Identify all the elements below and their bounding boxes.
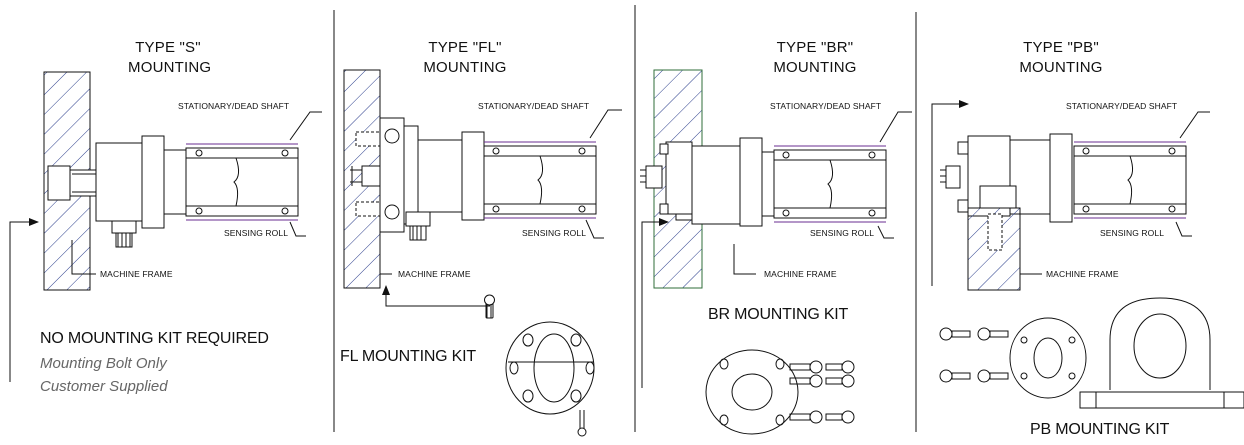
panel-fl-roll-label: SENSING ROLL [522,228,587,238]
br-kit-screws [789,360,855,424]
panel-s-kit-note-1: Mounting Bolt Only [40,355,167,372]
panel-fl-frame-label: MACHINE FRAME [398,269,471,279]
panel-fl-title-line2: MOUNTING [423,59,507,76]
panel-br-title-line2: MOUNTING [773,59,857,76]
panel-pb-shaft-label: STATIONARY/DEAD SHAFT [1066,101,1178,111]
pb-kit-screws [939,327,1009,383]
panel-s-title-line1: TYPE "S" [135,39,201,56]
panel-fl-kit-label: FL MOUNTING KIT [340,348,476,365]
panel-br-title-line1: TYPE "BR" [776,39,854,56]
panel-s-kit-label: NO MOUNTING KIT REQUIRED [40,330,269,347]
panel-br-drawing [640,69,912,435]
panel-pb-title-line2: MOUNTING [1019,59,1103,76]
panel-br-kit-label: BR MOUNTING KIT [708,306,849,323]
panel-s-drawing [9,71,322,382]
panel-s-roll-label: SENSING ROLL [224,228,289,238]
panel-br-frame-label: MACHINE FRAME [764,269,837,279]
panel-fl-shaft-label: STATIONARY/DEAD SHAFT [478,101,590,111]
panel-fl-title-line1: TYPE "FL" [428,39,502,56]
panel-pb-frame-label: MACHINE FRAME [1046,269,1119,279]
panel-br-title: TYPE "BR" MOUNTING [770,38,860,78]
panel-pb-title-line1: TYPE "PB" [1023,39,1099,56]
panel-pb-kit-label: PB MOUNTING KIT [1030,421,1170,438]
panel-s-shaft-label: STATIONARY/DEAD SHAFT [178,101,290,111]
panel-s-title-line2: MOUNTING [128,59,212,76]
panel-fl-drawing [343,69,622,437]
panel-br-shaft-label: STATIONARY/DEAD SHAFT [770,101,882,111]
panel-fl-title: TYPE "FL" MOUNTING [420,38,510,78]
panel-pb-roll-label: SENSING ROLL [1100,228,1165,238]
panel-s-kit-note-2: Customer Supplied [40,378,168,395]
panel-s-frame-label: MACHINE FRAME [100,269,173,279]
panel-pb-title: TYPE "PB" MOUNTING [1016,38,1106,78]
panel-dividers [333,5,917,432]
panel-br-roll-label: SENSING ROLL [810,228,875,238]
panel-pb-drawing [931,100,1244,409]
panel-s-title: TYPE "S" MOUNTING [128,38,212,78]
